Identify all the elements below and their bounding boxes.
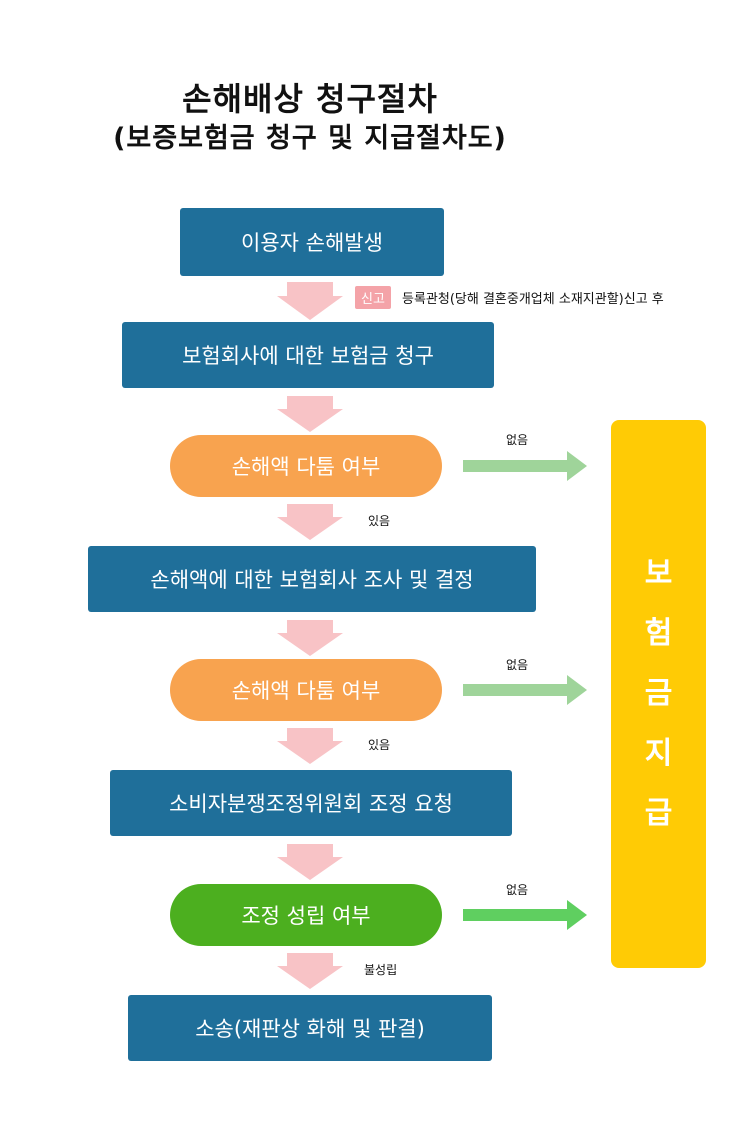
down-arrow [277,728,343,764]
report-tag: 신고 [355,286,391,309]
decision-damage-dispute-1: 손해액 다툼 여부 [170,435,442,497]
down-arrow [277,953,343,989]
report-text: 등록관청(당해 결혼중개업체 소재지관할)신고 후 [402,292,664,307]
right-arrow [463,451,587,481]
payment-char: 보 [644,556,673,591]
label-no: 없음 [506,658,529,672]
right-arrow [463,900,587,930]
step-insurance-claim: 보험회사에 대한 보험금 청구 [122,322,494,388]
payment-char: 급 [644,796,673,831]
insurance-payment-bar: 보 험 금 지 급 [611,420,706,968]
step-investigation: 손해액에 대한 보험회사 조사 및 결정 [88,546,536,612]
label-no: 없음 [506,883,529,897]
label-not-established: 불성립 [364,963,398,977]
payment-char: 금 [644,676,673,711]
decision-mediation-success: 조정 성립 여부 [170,884,442,946]
label-yes: 있음 [368,514,391,528]
step-mediation-request: 소비자분쟁조정위원회 조정 요청 [110,770,512,836]
payment-char: 험 [644,616,673,651]
down-arrow [277,282,343,320]
decision-damage-dispute-2: 손해액 다툼 여부 [170,659,442,721]
step-lawsuit: 소송(재판상 화해 및 판결) [128,995,492,1061]
right-arrow [463,675,587,705]
label-yes: 있음 [368,738,391,752]
payment-char: 지 [644,736,673,771]
down-arrow [277,844,343,880]
down-arrow [277,620,343,656]
page-title: 손해배상 청구절차 [182,80,438,118]
page-subtitle: (보증보험금 청구 및 지급절차도) [113,123,507,154]
step-user-damage: 이용자 손해발생 [180,208,444,276]
down-arrow [277,504,343,540]
label-no: 없음 [506,433,529,447]
down-arrow [277,396,343,432]
